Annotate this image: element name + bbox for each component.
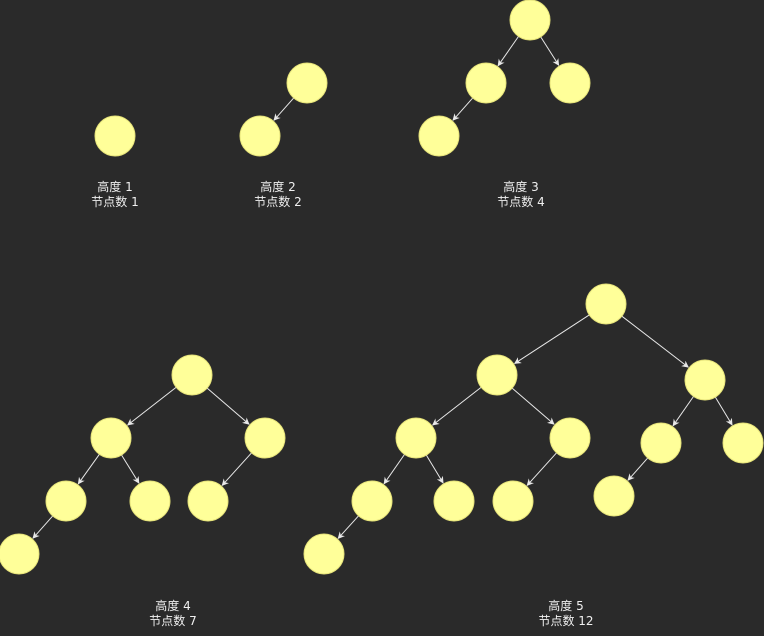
edges-h3: [452, 36, 560, 121]
tree-edge-arrow: [77, 453, 100, 485]
caption-tree-h3: 高度 3 节点数 4: [497, 180, 544, 210]
edges-h2: [273, 97, 295, 121]
caption-tree-h5: 高度 5 节点数 12: [538, 599, 593, 629]
root-node: [286, 62, 328, 104]
nodes-h2: [239, 62, 328, 157]
caption-tree-h2: 高度 2 节点数 2: [254, 180, 301, 210]
tree-node: [549, 62, 591, 104]
tree-node: [492, 480, 534, 522]
tree-node: [418, 115, 460, 157]
root-node: [509, 0, 551, 41]
tree-node: [244, 417, 286, 459]
height-label: 高度 3: [503, 180, 539, 194]
tree-node: [549, 417, 591, 459]
tree-node: [45, 480, 87, 522]
nodes-h3: [418, 0, 591, 157]
tree-node: [0, 533, 40, 575]
tree-edge-arrow: [540, 36, 560, 66]
nodes-h1: [94, 115, 136, 157]
tree-edge-arrow: [32, 515, 54, 539]
tree-edge-arrow: [221, 452, 252, 486]
node-count-label: 节点数 12: [538, 614, 594, 628]
tree-edge-arrow: [511, 387, 555, 425]
node-count-label: 节点数 7: [149, 614, 197, 628]
tree-node: [465, 62, 507, 104]
tree-edge-arrow: [425, 454, 444, 484]
tree-node: [351, 480, 393, 522]
tree-node: [476, 354, 518, 396]
tree-node: [129, 480, 171, 522]
tree-node: [593, 475, 635, 517]
tree-node: [433, 480, 475, 522]
tree-node: [395, 417, 437, 459]
root-node: [171, 354, 213, 396]
edges-h4: [32, 386, 252, 539]
tree-node: [684, 359, 726, 401]
caption-tree-h1: 高度 1 节点数 1: [91, 180, 138, 210]
nodes-h5: [303, 283, 764, 575]
tree-node: [239, 115, 281, 157]
node-count-label: 节点数 2: [254, 195, 302, 209]
tree-edge-arrow: [672, 396, 694, 427]
node-count-label: 节点数 4: [497, 195, 545, 209]
node-count-label: 节点数 1: [91, 195, 139, 209]
tree-edge-arrow: [206, 387, 250, 425]
tree-edge-arrow: [452, 97, 474, 121]
height-label: 高度 4: [155, 599, 191, 613]
tree-edge-arrow: [337, 515, 359, 539]
tree-node: [722, 422, 764, 464]
tree-node: [90, 417, 132, 459]
tree-edge-arrow: [127, 386, 177, 426]
tree-edge-arrow: [627, 457, 649, 481]
tree-edge-arrow: [497, 36, 519, 67]
root-node: [94, 115, 136, 157]
edges-h5: [337, 314, 733, 539]
tree-node: [303, 533, 345, 575]
root-node: [585, 283, 627, 325]
tree-edge-arrow: [432, 386, 482, 426]
nodes-h4: [0, 354, 286, 575]
tree-edge-arrow: [714, 396, 733, 426]
height-label: 高度 5: [548, 599, 584, 613]
tree-node: [640, 422, 682, 464]
tree-node: [187, 480, 229, 522]
tree-edge-arrow: [621, 315, 689, 368]
tree-edge-arrow: [121, 454, 140, 484]
tree-edge-arrow: [526, 452, 557, 486]
tree-edge-arrow: [383, 454, 405, 485]
height-label: 高度 1: [97, 180, 133, 194]
tree-edge-arrow: [273, 97, 295, 121]
caption-tree-h4: 高度 4 节点数 7: [149, 599, 196, 629]
tree-edge-arrow: [514, 314, 590, 364]
height-label: 高度 2: [260, 180, 296, 194]
